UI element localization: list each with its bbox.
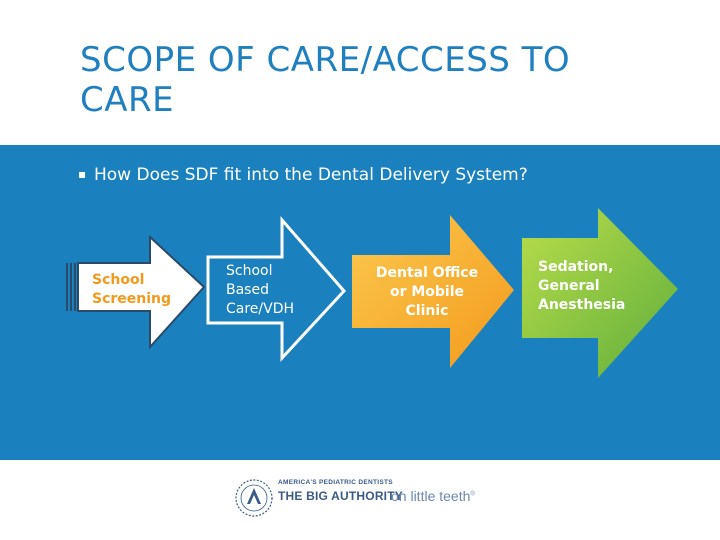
bullet-marker-icon: ▪ — [78, 167, 87, 181]
stage-arrow-dental-office — [352, 215, 514, 368]
stage-label-line: Based — [226, 282, 269, 298]
org-tagline-big: THE BIG AUTHORITY — [278, 489, 403, 503]
stage-label-dental-office: Dental Office or Mobile Clinic — [374, 264, 480, 321]
footer — [0, 460, 720, 540]
stage-label-line: Screening — [92, 291, 172, 307]
org-tagline-light-text: on little teeth — [391, 488, 471, 504]
stage-arrow-screening — [66, 234, 206, 350]
aapd-logo-icon — [234, 468, 294, 528]
bullet-text: How Does SDF fit into the Dental Deliver… — [94, 165, 528, 185]
stage-label-screening: School Screening — [92, 271, 171, 309]
stage-arrow-school-care — [206, 216, 347, 362]
stage-label-line: Care/VDH — [226, 301, 295, 317]
stage-label-sedation: Sedation, General Anesthesia — [538, 258, 625, 315]
trademark-mark: ® — [470, 491, 475, 498]
stage-label-line: School — [226, 263, 273, 279]
stage-label-line: or Mobile — [389, 284, 465, 300]
slide-title: SCOPE OF CARE/ACCESS TO CARE — [80, 40, 571, 120]
stage-label-line: General — [538, 278, 600, 294]
stage-label-line: Dental Office — [375, 265, 479, 281]
org-tagline-light: on little teeth® — [391, 488, 475, 504]
flow-arrows — [66, 208, 678, 378]
title-area: SCOPE OF CARE/ACCESS TO CARE — [0, 0, 720, 145]
org-tagline-small: AMERICA'S PEDIATRIC DENTISTS — [278, 479, 393, 486]
care-flow-diagram: School Screening School Based Care/VDH D… — [0, 200, 720, 390]
stage-arrow-sedation — [522, 208, 678, 378]
stage-label-school-care: School Based Care/VDH — [226, 262, 294, 319]
stage-label-line: Sedation, — [538, 259, 614, 275]
stage-label-line: School — [92, 272, 145, 288]
stage-label-line: Anesthesia — [538, 297, 626, 313]
stage-label-line: Clinic — [405, 303, 449, 319]
bullet-item: ▪ How Does SDF fit into the Dental Delive… — [78, 163, 678, 186]
